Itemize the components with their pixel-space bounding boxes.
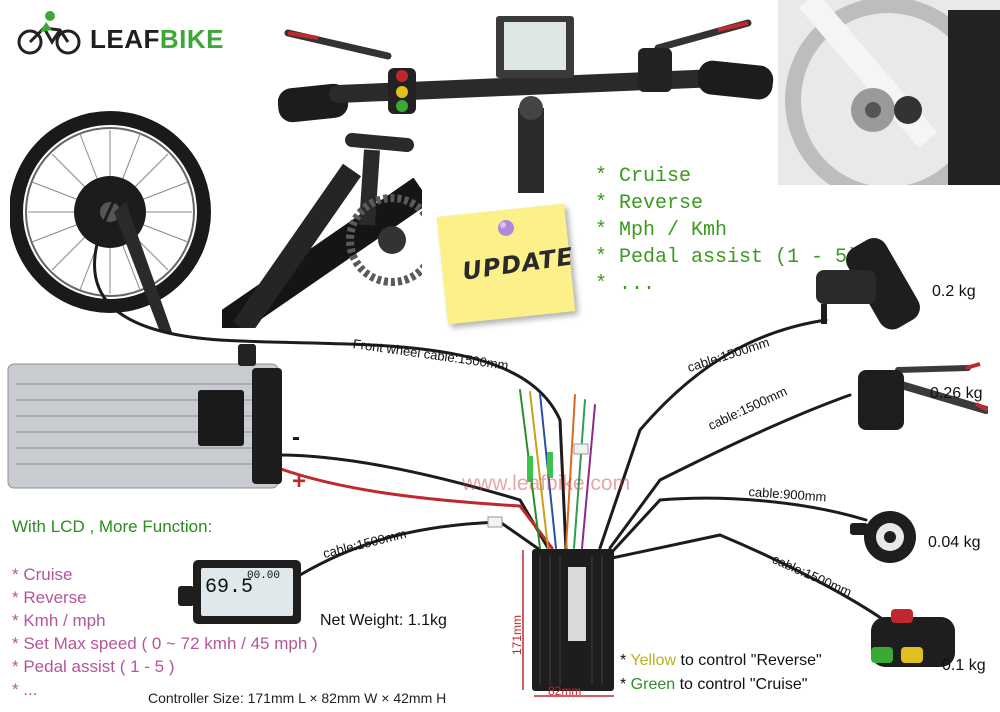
lcd-mount-icon — [178, 586, 194, 606]
feature-item-cruise: * Cruise — [595, 165, 692, 188]
bike-frame-photo-icon — [222, 133, 422, 328]
lcd-item-cruise: * Cruise — [12, 565, 73, 584]
feature-item-reverse: * Reverse — [595, 192, 704, 215]
note-green-text: to control "Cruise" — [675, 676, 808, 693]
handlebar-photo-icon — [278, 16, 774, 193]
pas-weight: 0.04 kg — [928, 534, 981, 551]
lcd-item-reverse: * Reverse — [12, 588, 87, 607]
feature-item-more: * ... — [595, 273, 656, 296]
battery-minus-label: - — [292, 424, 300, 451]
feature-list: * Cruise * Reverse * Mph / Kmh * Pedal a… — [595, 163, 859, 298]
lcd-speed-readout: 69.5 — [205, 576, 254, 599]
switch-weight: 0.1 kg — [942, 657, 986, 674]
lcd-display: 69.5 00.00 — [193, 560, 301, 624]
battery-plus-label: + — [292, 468, 307, 495]
battery-pack-icon — [7, 344, 282, 489]
watermark-text: www.leafbike.com — [462, 472, 631, 495]
brand-leaf: LEAF — [90, 24, 160, 54]
feature-item-pedal-assist: * Pedal assist (1 - 5) — [595, 246, 860, 269]
note-green-color: Green — [630, 676, 676, 693]
note-yellow-text: to control "Reverse" — [676, 652, 822, 669]
throttle-weight: 0.2 kg — [932, 283, 976, 300]
lcd-feature-list: * Cruise * Reverse * Kmh / mph * Set Max… — [12, 563, 318, 701]
brake-weight: 0.26 kg — [930, 385, 983, 402]
brand-bike: BIKE — [159, 24, 225, 54]
lcd-section-title: With LCD , More Function: — [12, 517, 213, 536]
note-green-prefix: * — [620, 676, 631, 693]
throttle-grip-icon — [816, 238, 920, 330]
lcd-odometer-readout: 00.00 — [247, 570, 281, 582]
lcd-item-max-speed: * Set Max speed ( 0 ~ 72 kmh / 45 mph ) — [12, 634, 318, 653]
note-yellow: * Yellow to control "Reverse" — [620, 652, 822, 670]
controller-box-icon — [532, 549, 614, 691]
feature-item-units: * Mph / Kmh — [595, 219, 728, 242]
function-switch-icon — [871, 609, 955, 667]
note-yellow-prefix: * — [620, 652, 631, 669]
lcd-item-units: * Kmh / mph — [12, 611, 106, 630]
brake-lever-icon — [858, 362, 988, 430]
brand-logo: LEAFBIKE — [90, 24, 224, 55]
controller-width-dimension-icon — [534, 695, 614, 697]
leafbike-logo-icon — [17, 11, 81, 55]
lcd-item-more: * ... — [12, 680, 38, 699]
controller-height-label: 171mm — [510, 614, 524, 655]
pas-mount-photo-icon — [778, 0, 1000, 185]
net-weight-label: Net Weight: 1.1kg — [320, 612, 447, 629]
lcd-item-pedal-assist: * Pedal assist ( 1 - 5 ) — [12, 657, 175, 676]
pas-sensor-icon — [850, 511, 916, 563]
note-green: * Green to control "Cruise" — [620, 676, 807, 694]
pushpin-icon — [498, 220, 514, 236]
controller-size-label: Controller Size: 171mm L × 82mm W × 42mm… — [148, 690, 447, 706]
note-yellow-color: Yellow — [630, 652, 677, 669]
controller-height-dimension-icon — [522, 550, 524, 690]
controller-width-label: 82mm — [548, 684, 582, 698]
